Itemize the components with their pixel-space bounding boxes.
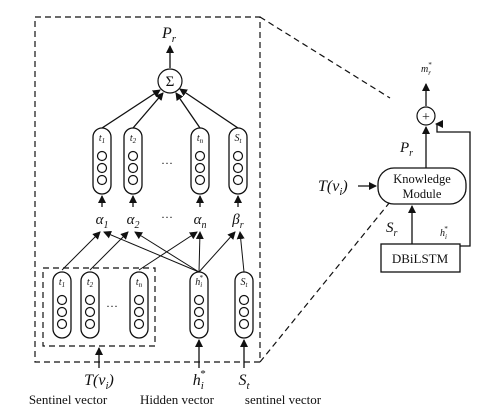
input-label-hidden: hi* [193,368,206,392]
module-line-2: Module [403,187,442,201]
skip-connection-arrow [435,120,471,247]
h-label: hi* [440,225,448,241]
weights-to-cells-arrows [98,195,242,207]
svg-text:St: St [241,277,249,289]
bottom-cell-2: t2 [80,271,100,339]
caption-sentinel-vector-2: sentinel vector [245,392,322,407]
dbilstm-box [380,243,461,273]
bottom-cell-hidden: hi* [189,271,209,339]
weight-alpha-n: αn [194,212,207,231]
bottom-cell-1: t1 [52,271,72,339]
p-r-label: Pr [399,140,413,159]
top-cell-sentinel: St [228,127,248,195]
input-label-sentinel-vector: St [238,372,250,392]
bottom-cell-n: tn [129,271,149,339]
caption-hidden-vector: Hidden vector [140,392,215,407]
svg-text:t1: t1 [59,277,65,289]
s-r-label: Sr [386,220,398,239]
side-output-label: mr* [421,61,432,77]
svg-text:tn: tn [197,133,204,145]
cells-to-weights-arrows [61,231,245,273]
dbilstm-label: DBiLSTM [392,251,449,266]
svg-text:t2: t2 [87,277,94,289]
plus-node [416,106,436,126]
sentinel-group-frame [42,267,156,347]
svg-text:tn: tn [136,277,143,289]
weight-alpha-1: α1 [96,212,109,231]
zoom-line-bottom [259,201,391,363]
sum-node [157,68,183,94]
caption-sentinel-vector: Sentinel vector [29,392,108,407]
zoom-line-top [259,16,391,99]
bottom-cell-sentinel: St [234,271,254,339]
cells-to-sum-arrows [101,88,239,129]
svg-text:t2: t2 [130,133,137,145]
weight-beta-r: βr [231,212,243,231]
module-input-label: T(vi) [318,178,348,198]
knowledge-module-box [377,167,467,205]
output-label: Pr [161,25,177,45]
top-ellipsis: ··· [161,156,173,170]
svg-text:hi*: hi* [195,274,203,289]
plus-symbol: + [422,110,430,125]
svg-text:St: St [235,133,243,145]
sum-symbol: Σ [166,74,175,90]
top-cell-1: t1 [92,127,112,195]
input-label-sentinel: T(vi) [84,372,114,392]
input-arrows [95,339,248,368]
top-cell-2: t2 [123,127,143,195]
top-cell-n: tn [190,127,210,195]
weight-ellipsis: ··· [161,210,173,224]
weight-alpha-2: α2 [127,212,140,231]
svg-text:t1: t1 [99,133,105,145]
attention-detail-frame [34,16,261,363]
module-line-1: Knowledge [393,172,451,186]
bottom-ellipsis: ··· [106,299,118,313]
